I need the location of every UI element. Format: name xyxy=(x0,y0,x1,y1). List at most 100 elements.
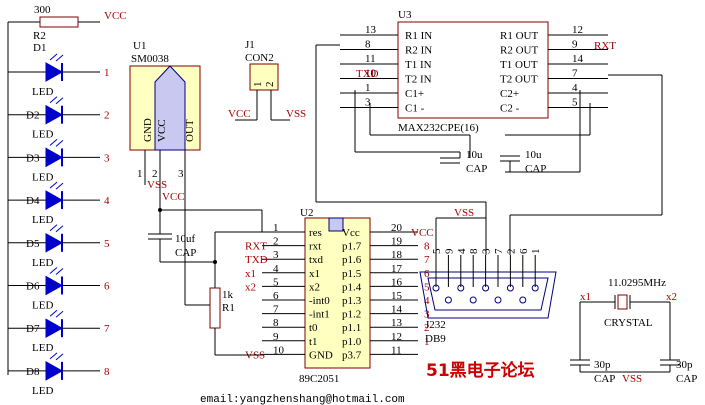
db9-vss-label: VSS xyxy=(454,207,474,219)
crystal-circuit: 11.0295MHz x1 x2 CRYSTAL 30p CAP 30p CAP… xyxy=(570,277,697,385)
j1-pin-1: 1 xyxy=(252,82,264,88)
u3-left-pin-name: R1 IN xyxy=(405,30,432,42)
led-pin-label: 4 xyxy=(104,195,110,207)
u2-left-pin-num: 3 xyxy=(273,249,279,261)
creset-name: CAP xyxy=(175,247,196,259)
led-ref: D1 xyxy=(33,42,46,54)
u3-right-pin-name: C2 - xyxy=(500,103,520,115)
u3-right-pin-num: 9 xyxy=(572,39,578,51)
db9-pin-num: 1 xyxy=(530,249,542,255)
u3-left-pin-num: 13 xyxy=(365,24,377,36)
u3-left-pin-num: 8 xyxy=(365,39,371,51)
j1-vss-label: VSS xyxy=(286,108,306,120)
crystal-x2-label: x2 xyxy=(666,291,677,303)
u2-left-pin-name: txd xyxy=(309,254,324,266)
u2-left-pin-num: 9 xyxy=(273,331,279,343)
crystal-cap2-value: 30p xyxy=(676,359,693,371)
u2-left-pin-name: t0 xyxy=(309,322,318,334)
u2-right-pin-name: p1.1 xyxy=(342,322,361,334)
u3-left-pin-name: T1 IN xyxy=(405,59,432,71)
led-ref: D7 xyxy=(26,323,40,335)
u2-right-pin-net: VCC xyxy=(411,227,434,239)
u3-right-pin-name: R1 OUT xyxy=(500,30,538,42)
cap1-value: 10u xyxy=(466,149,483,161)
u3-txd-label: TXD xyxy=(356,68,379,80)
u1-pin-num-2: 2 xyxy=(152,168,158,180)
u2-right-pin-num: 12 xyxy=(391,331,402,343)
u2-left-pin-net: x1 xyxy=(245,268,256,280)
crystal-x1-label: x1 xyxy=(580,291,591,303)
u1-pin-out: OUT xyxy=(184,119,196,142)
u2-right-pin-name: Vcc xyxy=(342,227,360,239)
vcc-top-label: VCC xyxy=(104,10,127,22)
u2-right-pin-name: p1.7 xyxy=(342,241,362,253)
db9-pin-num: 4 xyxy=(456,248,468,254)
led-ref: D8 xyxy=(26,366,40,378)
j1-part: CON2 xyxy=(245,52,274,64)
u2-right-pin-net: 6 xyxy=(424,268,430,280)
led-name: LED xyxy=(32,86,53,98)
u2-right-pin-name: p3.7 xyxy=(342,349,362,361)
u2-right-pin-num: 19 xyxy=(391,236,403,248)
u1-pin-vcc: VCC xyxy=(156,119,168,142)
u2-left-pin-num: 5 xyxy=(273,276,279,288)
u2-right-pin-net: 8 xyxy=(424,241,430,253)
crystal-vss-label: VSS xyxy=(622,373,642,385)
u3-left-pin-name: R2 IN xyxy=(405,45,432,57)
u2-right-pin-num: 11 xyxy=(391,344,402,356)
led-name: LED xyxy=(32,342,53,354)
led-ref: D5 xyxy=(26,238,40,250)
led-ref: D3 xyxy=(26,152,40,164)
u1-vcc-label: VCC xyxy=(162,191,185,203)
email-text: email:yangzhenshang@hotmail.com xyxy=(200,394,405,405)
u1-vss-label: VSS xyxy=(147,179,167,191)
u3-left-pin-name: C1+ xyxy=(405,88,424,100)
crystal-cap2-name: CAP xyxy=(676,373,697,385)
crystal-cap1-value: 30p xyxy=(594,359,611,371)
u2-left-pin-name: t1 xyxy=(309,336,318,348)
u3-right-pin-num: 4 xyxy=(572,82,578,94)
u2-right-pin-num: 20 xyxy=(391,222,403,234)
led-pin-label: 7 xyxy=(104,323,110,335)
u3-right-pin-num: 12 xyxy=(572,24,583,36)
u2-right-pin-net: 2 xyxy=(424,322,430,334)
u2-left-pin-num: 4 xyxy=(273,263,279,275)
u2-left-pin-name: rxt xyxy=(309,241,321,253)
u2-right-pin-net: 4 xyxy=(424,295,430,307)
r1-ref: R1 xyxy=(222,302,235,314)
cap1-name: CAP xyxy=(466,163,487,175)
led-pin-label: 5 xyxy=(104,238,110,250)
led-name: LED xyxy=(32,171,53,183)
u2-right-pin-num: 15 xyxy=(391,290,403,302)
led-ref: D4 xyxy=(26,195,40,207)
led-name: LED xyxy=(32,385,53,397)
u3-rxt-label: RXT xyxy=(594,40,616,52)
u2-right-pin-name: p1.2 xyxy=(342,309,361,321)
u2-right-pin-num: 17 xyxy=(391,263,403,275)
u2-right-pin-name: p1.4 xyxy=(342,281,362,293)
led-name: LED xyxy=(32,129,53,141)
u3-right-pin-num: 14 xyxy=(572,53,584,65)
db9-pin-num: 2 xyxy=(505,249,517,255)
u1-ir-receiver: U1 SM0038 GND VCC OUT 1 2 3 VSS VCC xyxy=(129,40,201,305)
cap2-value: 10u xyxy=(525,149,542,161)
u2-left-pin-net: TXD xyxy=(245,254,268,266)
u2-left-pin-name: x1 xyxy=(309,268,320,280)
u3-right-pin-name: C2+ xyxy=(500,88,519,100)
u2-left-pin-name: x2 xyxy=(309,281,320,293)
u2-right-pin-name: p1.5 xyxy=(342,268,362,280)
u2-right-pin-num: 18 xyxy=(391,249,403,261)
u2-left-pin-num: 8 xyxy=(273,317,279,329)
db9-pin-num: 7 xyxy=(493,248,505,254)
led-pin-label: 8 xyxy=(104,366,110,378)
u3-capacitors: 10u CAP 10u CAP xyxy=(440,149,546,175)
u2-left-pin-num: 2 xyxy=(273,236,279,248)
j1-ref: J1 xyxy=(245,39,255,51)
